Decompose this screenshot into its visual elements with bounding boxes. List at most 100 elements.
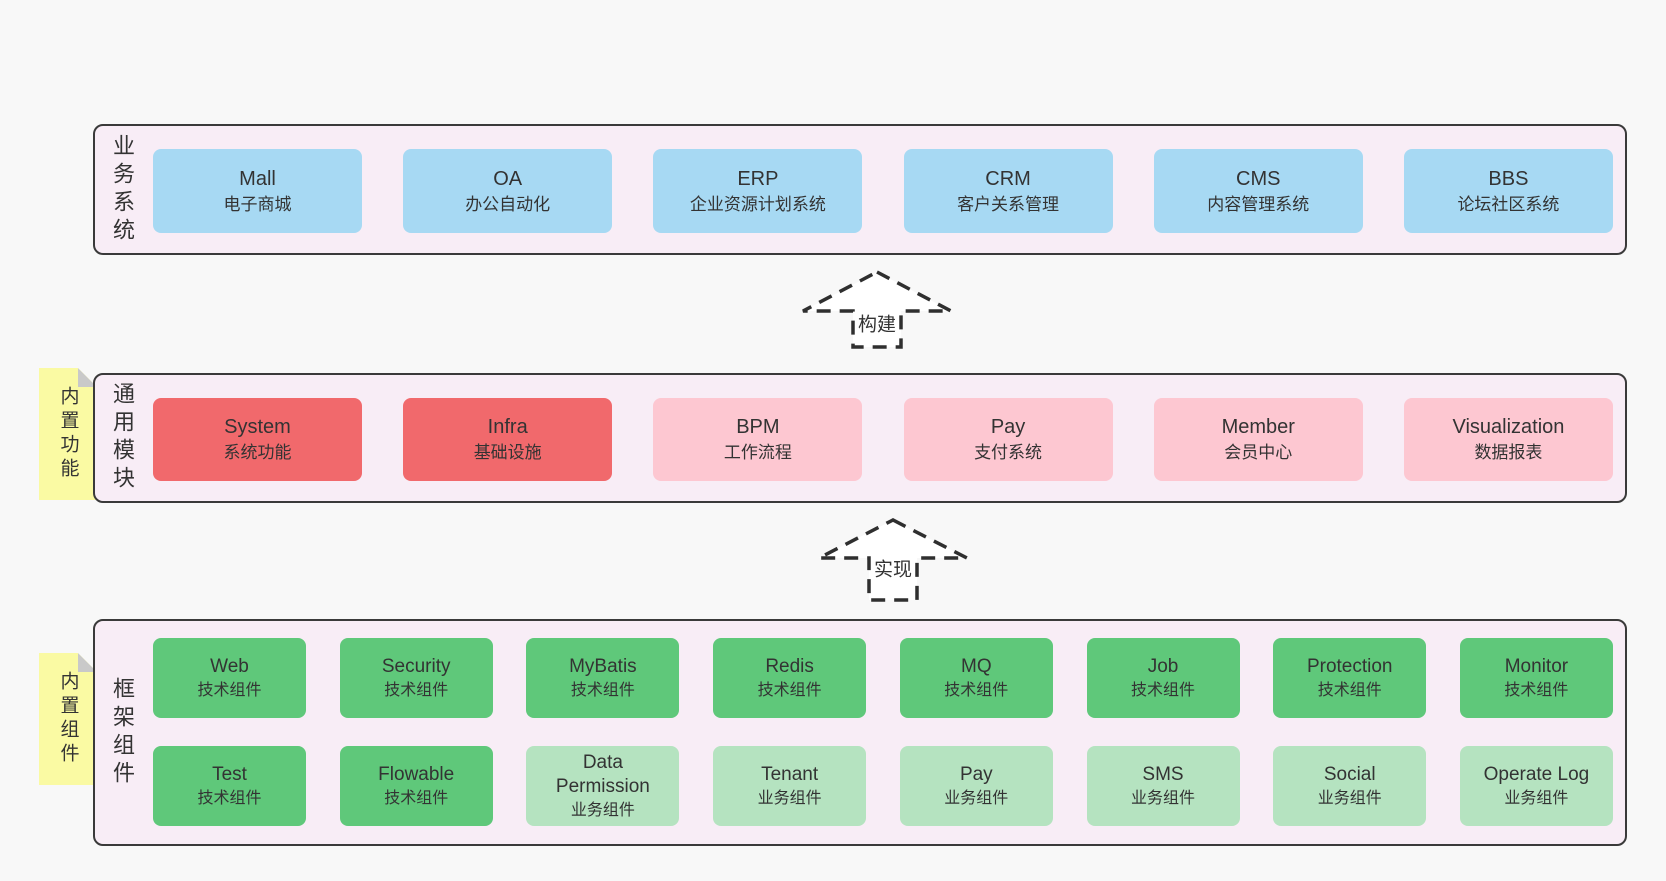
- box-subtitle: 技术组件: [570, 681, 635, 699]
- box-title: ERP: [737, 167, 779, 190]
- box-subtitle: 支付系统: [974, 443, 1043, 462]
- box-cms: CMS 内容管理系统: [1153, 149, 1363, 233]
- box-title: Operate Log: [1483, 763, 1590, 785]
- box-title: Redis: [765, 655, 814, 677]
- box-visualization: Visualization 数据报表: [1403, 398, 1613, 481]
- box-subtitle: 会员中心: [1224, 443, 1293, 462]
- box-subtitle: 技术组件: [197, 681, 262, 699]
- box-subtitle: 技术组件: [384, 681, 449, 699]
- box-subtitle: 业务组件: [757, 789, 822, 807]
- box-redis: Redis 技术组件: [713, 638, 867, 718]
- sticky-note-builtin-features: 内置功能: [39, 368, 97, 500]
- box-pay: Pay 支付系统: [903, 398, 1113, 481]
- box-title: System: [224, 416, 291, 438]
- box-title: Member: [1221, 416, 1295, 438]
- box-title: CRM: [985, 167, 1031, 190]
- framework-components-row-1: Web 技术组件 Security 技术组件 MyBatis 技术组件 Redi…: [153, 638, 1613, 718]
- box-subtitle: 基础设施: [473, 443, 542, 462]
- box-tenant: Tenant 业务组件: [713, 746, 867, 826]
- band-label-framework-components: 框架组件: [110, 676, 135, 789]
- business-systems-row: Mall 电子商城 OA 办公自动化 ERP 企业资源计划系统 CRM 客户关系…: [153, 149, 1613, 233]
- box-subtitle: 技术组件: [1317, 681, 1382, 699]
- sticky-note-text: 内置组件: [57, 671, 79, 767]
- band-label-common-modules: 通用模块: [110, 382, 135, 494]
- box-oa: OA 办公自动化: [403, 149, 613, 233]
- band-label-business-systems: 业务系统: [110, 133, 135, 246]
- box-title: MQ: [961, 655, 992, 677]
- framework-components-row-2: Test 技术组件 Flowable 技术组件 Data Permission …: [153, 746, 1613, 826]
- box-title: Flowable: [378, 763, 455, 785]
- arrow-implement-label: 实现: [870, 553, 916, 583]
- box-subtitle: 客户关系管理: [957, 194, 1060, 214]
- box-subtitle: 技术组件: [1504, 681, 1569, 699]
- box-title: Protection: [1306, 655, 1393, 677]
- band-business-systems: 业务系统 Mall 电子商城 OA 办公自动化 ERP 企业资源计划系统 CRM…: [93, 124, 1627, 255]
- box-title: Visualization: [1452, 416, 1565, 438]
- box-title: Data Permission: [555, 751, 650, 797]
- box-mq: MQ 技术组件: [899, 638, 1053, 718]
- box-monitor: Monitor 技术组件: [1459, 638, 1613, 718]
- box-subtitle: 技术组件: [384, 789, 449, 807]
- box-title: Infra: [487, 416, 528, 438]
- box-subtitle: 技术组件: [944, 681, 1009, 699]
- box-title: Pay: [990, 416, 1026, 438]
- box-subtitle: 数据报表: [1474, 443, 1543, 462]
- arrow-build-label: 构建: [854, 308, 900, 338]
- box-subtitle: 技术组件: [1131, 681, 1196, 699]
- box-operate-log: Operate Log 业务组件: [1459, 746, 1613, 826]
- box-subtitle: 业务组件: [944, 789, 1009, 807]
- box-crm: CRM 客户关系管理: [903, 149, 1113, 233]
- box-pay-biz: Pay 业务组件: [899, 746, 1053, 826]
- box-bpm: BPM 工作流程: [653, 398, 863, 481]
- box-title: SMS: [1142, 763, 1184, 785]
- box-member: Member 会员中心: [1153, 398, 1363, 481]
- box-bbs: BBS 论坛社区系统: [1403, 149, 1613, 233]
- box-subtitle: 技术组件: [757, 681, 822, 699]
- box-mall: Mall 电子商城: [153, 149, 362, 233]
- box-title: Job: [1147, 655, 1179, 677]
- box-title: Social: [1323, 763, 1376, 785]
- box-system: System 系统功能: [153, 398, 362, 481]
- common-modules-row: System 系统功能 Infra 基础设施 BPM 工作流程 Pay 支付系统…: [153, 398, 1613, 481]
- box-title: Mall: [239, 167, 276, 190]
- box-title: Test: [212, 763, 247, 785]
- box-infra: Infra 基础设施: [403, 398, 613, 481]
- box-subtitle: 办公自动化: [465, 194, 551, 214]
- band-common-modules: 通用模块 System 系统功能 Infra 基础设施 BPM 工作流程 Pay…: [93, 373, 1627, 503]
- box-social: Social 业务组件: [1273, 746, 1427, 826]
- box-erp: ERP 企业资源计划系统: [653, 149, 863, 233]
- box-title: Monitor: [1504, 655, 1569, 677]
- box-title: OA: [493, 167, 523, 190]
- box-data-permission: Data Permission 业务组件: [526, 746, 680, 826]
- sticky-note-builtin-components: 内置组件: [39, 653, 97, 785]
- box-subtitle: 工作流程: [723, 443, 792, 462]
- box-mybatis: MyBatis 技术组件: [526, 638, 680, 718]
- box-subtitle: 系统功能: [223, 443, 292, 462]
- box-subtitle: 电子商城: [223, 194, 292, 214]
- box-security: Security 技术组件: [339, 638, 493, 718]
- box-title: Security: [381, 655, 451, 677]
- box-title: Tenant: [761, 763, 819, 785]
- box-subtitle: 业务组件: [1504, 789, 1569, 807]
- box-test: Test 技术组件: [153, 746, 306, 826]
- box-subtitle: 技术组件: [197, 789, 262, 807]
- box-title: BPM: [736, 416, 780, 438]
- box-title: MyBatis: [569, 655, 637, 677]
- box-web: Web 技术组件: [153, 638, 306, 718]
- box-protection: Protection 技术组件: [1273, 638, 1427, 718]
- box-title: Web: [210, 655, 249, 677]
- box-title: CMS: [1236, 167, 1281, 190]
- band-framework-components: 框架组件 Web 技术组件 Security 技术组件 MyBatis 技术组件…: [93, 619, 1627, 846]
- box-job: Job 技术组件: [1086, 638, 1240, 718]
- box-subtitle: 业务组件: [570, 801, 635, 819]
- box-title: Pay: [959, 763, 993, 785]
- box-sms: SMS 业务组件: [1086, 746, 1240, 826]
- box-subtitle: 内容管理系统: [1207, 194, 1310, 214]
- box-flowable: Flowable 技术组件: [339, 746, 493, 826]
- sticky-note-text: 内置功能: [57, 386, 79, 482]
- box-subtitle: 论坛社区系统: [1457, 194, 1560, 214]
- box-subtitle: 企业资源计划系统: [689, 194, 826, 214]
- box-subtitle: 业务组件: [1131, 789, 1196, 807]
- box-subtitle: 业务组件: [1317, 789, 1382, 807]
